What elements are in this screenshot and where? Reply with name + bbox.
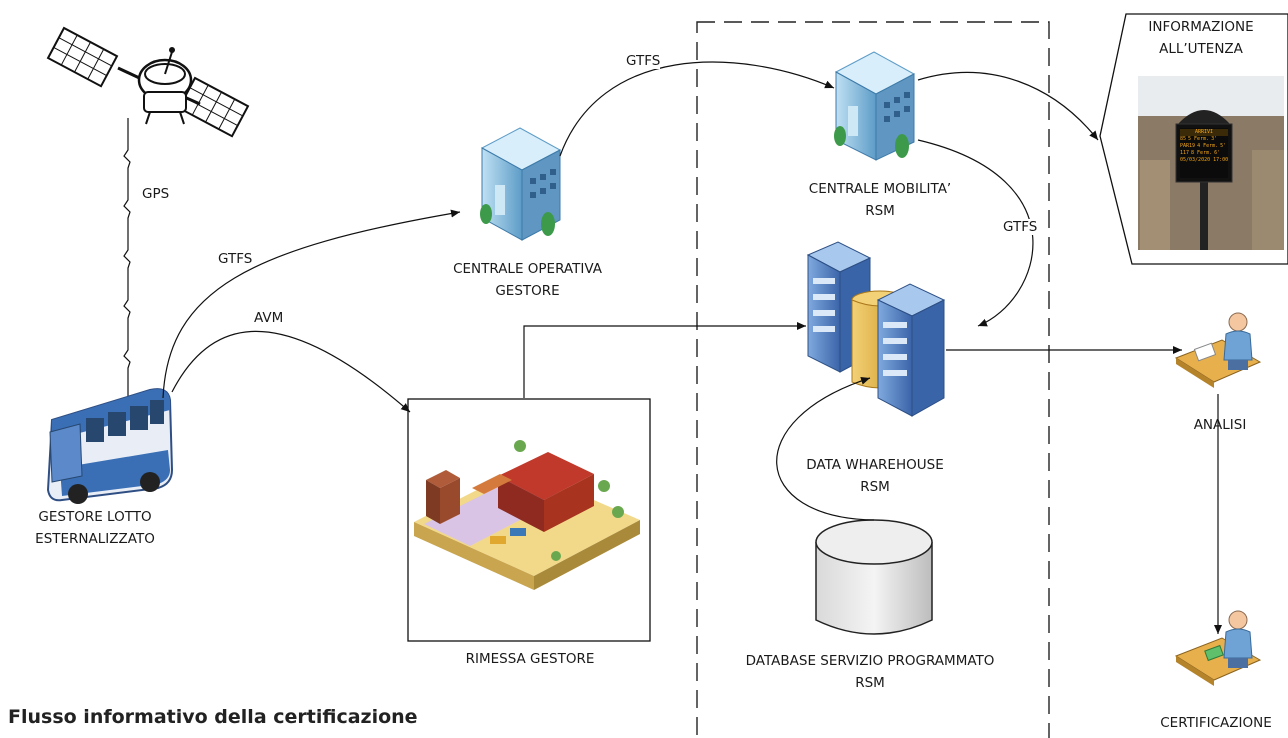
display-footer-time: 17:00 <box>1213 157 1229 163</box>
label-rimessa: RIMESSA GESTORE <box>430 648 630 670</box>
label-informazione: INFORMAZIONE ALL’UTENZA <box>1124 16 1278 60</box>
edge-label-gtfs-bus-centrale: GTFS <box>218 251 253 267</box>
informazione-panel <box>1099 13 1288 265</box>
display-row-dest: 5 Ferm. <box>1188 136 1210 142</box>
display-footer-date: 05/03/2020 <box>1180 157 1211 163</box>
label-centrale-operativa-line1: CENTRALE OPERATIVA <box>453 261 602 277</box>
edge-gtfs-mobilita-to-dw <box>917 139 1034 327</box>
edge-label-gps: GPS <box>142 186 170 202</box>
edge-mobilita-to-informazione <box>917 72 1099 141</box>
analisi-person-desk-icon <box>1174 312 1262 388</box>
label-certificazione: CERTIFICAZIONE <box>1146 712 1286 734</box>
edge-rimessa-to-dw <box>523 322 806 398</box>
label-database-line2: RSM <box>855 675 885 691</box>
label-informazione-line1: INFORMAZIONE <box>1148 19 1254 35</box>
label-bus-line2: ESTERNALIZZATO <box>35 531 155 547</box>
label-certificazione-line1: CERTIFICAZIONE <box>1160 715 1272 731</box>
edge-avm-bus-to-rimessa <box>171 330 411 413</box>
rsm-boundary <box>696 21 1050 738</box>
edge-label-gtfs-operativa-mobilita: GTFS <box>626 53 661 69</box>
label-data-warehouse-line1: DATA WHAREHOUSE <box>806 457 944 473</box>
gps-link <box>123 118 131 405</box>
label-bus-line1: GESTORE LOTTO <box>38 509 152 525</box>
satellite-icon <box>46 26 250 138</box>
figure-caption: Flusso informativo della certificazione <box>8 706 418 728</box>
label-bus: GESTORE LOTTO ESTERNALIZZATO <box>20 506 170 550</box>
edge-label-gtfs-mobilita-dw: GTFS <box>1003 219 1038 235</box>
display-row-time: 3' <box>1211 136 1218 142</box>
database-cylinder-icon <box>815 519 933 635</box>
label-analisi-line1: ANALISI <box>1193 417 1247 433</box>
centrale-operativa-building-icon <box>480 127 562 241</box>
display-row-dest: 8 Ferm. <box>1191 150 1213 156</box>
label-data-warehouse: DATA WHAREHOUSE RSM <box>770 454 980 498</box>
label-database: DATABASE SERVIZIO PROGRAMMATO RSM <box>710 650 1030 694</box>
label-centrale-mobilita: CENTRALE MOBILITA’ RSM <box>790 178 970 222</box>
display-headline: ARRIVI <box>1180 129 1228 136</box>
certificazione-person-desk-icon <box>1174 610 1262 686</box>
label-data-warehouse-line2: RSM <box>860 479 890 495</box>
display-row-line: PAR19 <box>1180 143 1196 149</box>
label-centrale-mobilita-line2: RSM <box>865 203 895 219</box>
label-centrale-operativa: CENTRALE OPERATIVA GESTORE <box>420 258 635 302</box>
edge-gtfs-bus-to-centrale <box>162 209 461 399</box>
edge-gtfs-operativa-to-mobilita <box>559 61 835 157</box>
rimessa-depot-illustration <box>407 398 651 642</box>
label-analisi: ANALISI <box>1170 414 1270 436</box>
display-row-time: 6' <box>1214 150 1221 156</box>
bus-icon <box>46 388 174 504</box>
centrale-mobilita-building-icon <box>834 51 916 161</box>
label-rimessa-line1: RIMESSA GESTORE <box>465 651 595 667</box>
data-warehouse-server-icon <box>806 241 946 417</box>
label-database-line1: DATABASE SERVIZIO PROGRAMMATO <box>745 653 995 669</box>
display-row-time: 5' <box>1220 143 1227 149</box>
label-centrale-operativa-line2: GESTORE <box>495 283 560 299</box>
display-row-line: 85 <box>1180 136 1187 142</box>
display-row-line: 117 <box>1180 150 1190 156</box>
label-centrale-mobilita-line1: CENTRALE MOBILITA’ <box>808 181 952 197</box>
display-row-dest: 4 Ferm. <box>1197 143 1219 149</box>
edge-database-to-dw <box>776 376 875 521</box>
edge-label-avm: AVM <box>254 310 284 326</box>
label-informazione-line2: ALL’UTENZA <box>1159 41 1243 57</box>
